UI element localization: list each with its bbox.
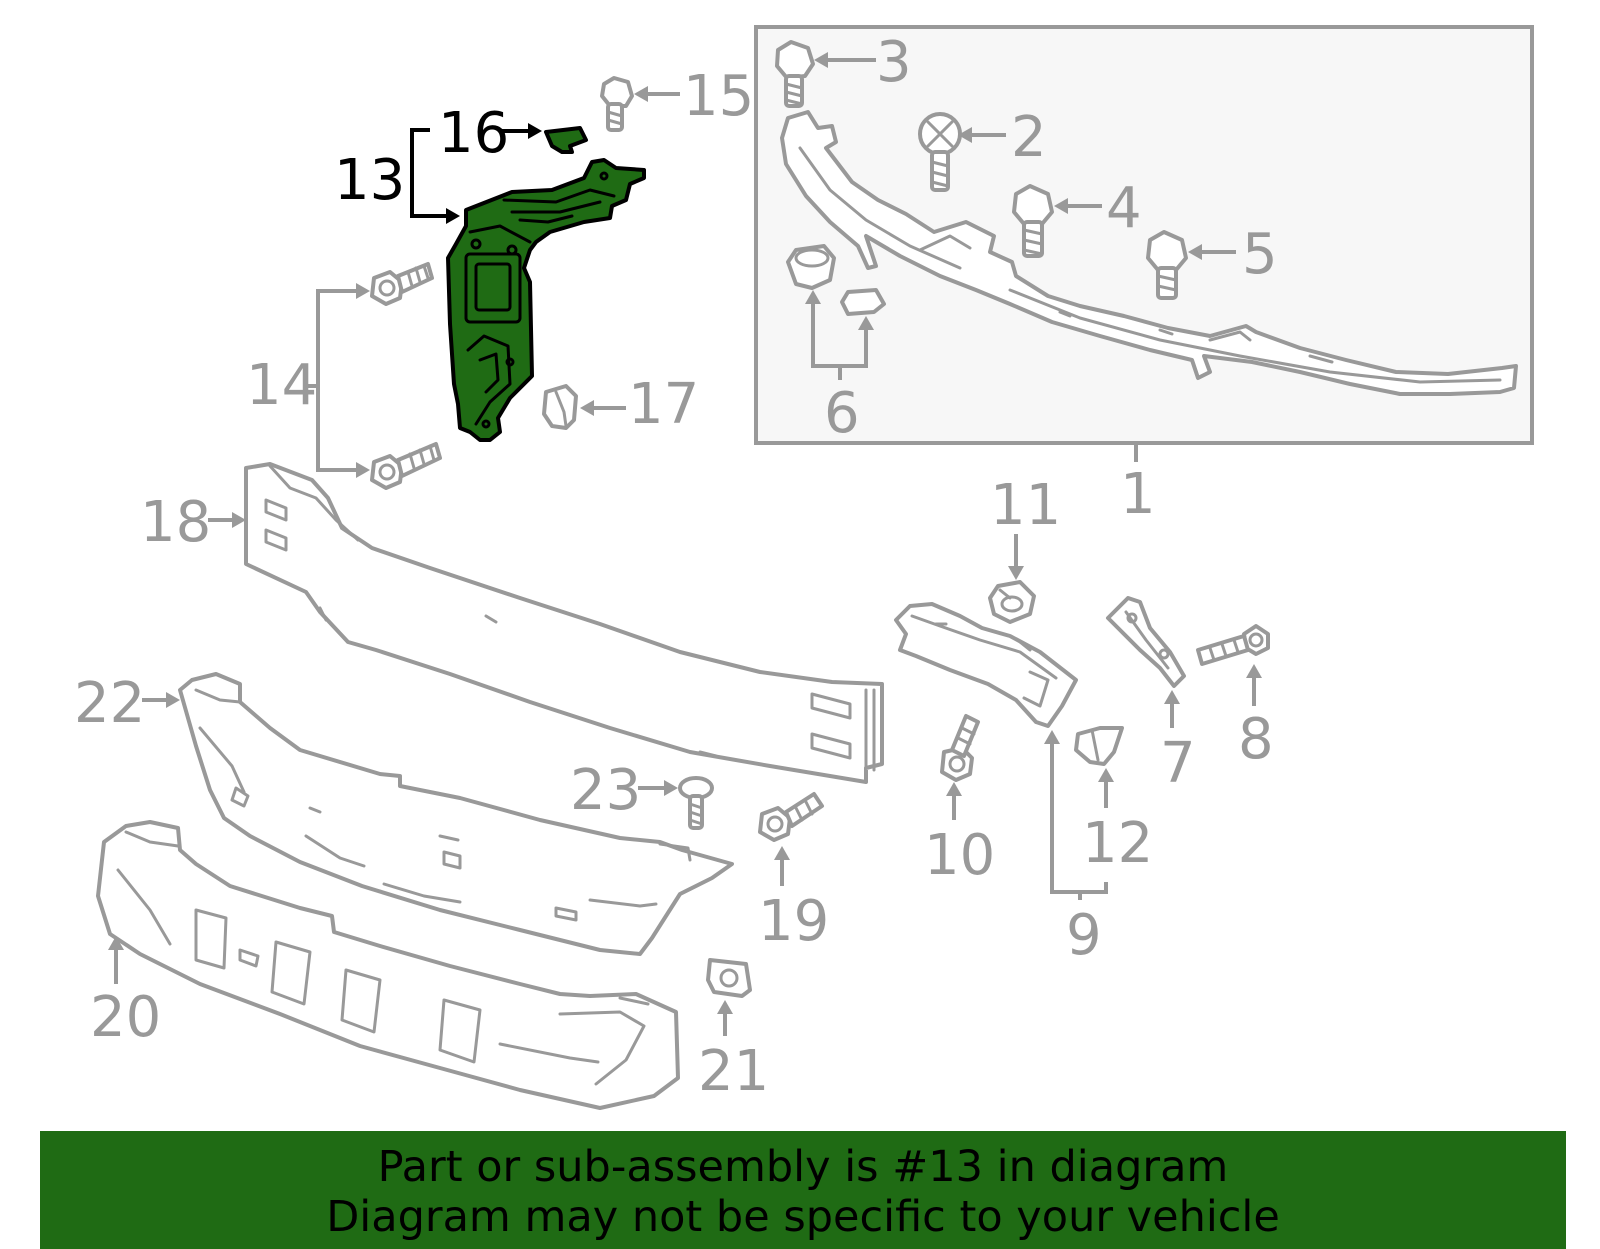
part-19-bolt[interactable]	[758, 792, 824, 842]
arrow-20	[108, 936, 124, 950]
part-1-upper-rail[interactable]	[780, 110, 1518, 396]
callout-17: 17	[628, 372, 699, 437]
part-4-bolt[interactable]	[1012, 184, 1054, 258]
arrow-6b	[858, 316, 874, 330]
arrow-6a	[805, 290, 821, 304]
part-17-clip[interactable]	[542, 384, 578, 430]
arrow-4	[1054, 198, 1068, 214]
part-8-bolt[interactable]	[1196, 624, 1270, 666]
banner-line-2: Diagram may not be specific to your vehi…	[326, 1192, 1280, 1242]
callout-3: 3	[876, 30, 912, 95]
part-10-bolt[interactable]	[940, 714, 980, 782]
arrow-16	[528, 123, 542, 139]
leader-14	[308, 289, 358, 472]
callout-7: 7	[1160, 731, 1196, 796]
part-12-clip[interactable]	[1074, 726, 1124, 766]
callout-15: 15	[683, 64, 754, 129]
part-3-bolt[interactable]	[775, 40, 815, 108]
part-14-bolts[interactable]	[370, 262, 442, 490]
callout-19: 19	[758, 889, 829, 954]
arrow-15	[634, 86, 648, 102]
leader-9	[1050, 744, 1108, 900]
banner-line-1: Part or sub-assembly is #13 in diagram	[377, 1142, 1229, 1192]
arrow-5	[1188, 244, 1202, 260]
part-18-reinforcement-beam[interactable]	[244, 462, 884, 784]
callout-11: 11	[990, 473, 1061, 538]
arrow-18	[232, 512, 246, 528]
part-16-clip-highlighted[interactable]	[544, 126, 588, 154]
callout-21: 21	[698, 1039, 769, 1104]
callout-18: 18	[140, 490, 211, 555]
part-13-bracket-highlighted[interactable]	[446, 158, 646, 442]
part-6-nut-and-clip[interactable]	[786, 244, 886, 316]
arrow-3	[814, 52, 828, 68]
arrow-13	[446, 208, 460, 224]
arrow-17	[580, 400, 594, 416]
callout-9: 9	[1066, 903, 1102, 968]
callout-23: 23	[570, 758, 641, 823]
part-2-screw[interactable]	[918, 112, 962, 192]
callout-2: 2	[1011, 105, 1047, 170]
info-banner: Part or sub-assembly is #13 in diagram D…	[40, 1131, 1566, 1249]
arrow-21	[717, 1000, 733, 1014]
part-15-bolt[interactable]	[600, 76, 634, 132]
callout-20: 20	[90, 985, 161, 1050]
part-7-bracket[interactable]	[1106, 596, 1186, 688]
part-22-absorber[interactable]	[178, 672, 734, 956]
leader-6	[811, 298, 868, 380]
callout-10: 10	[924, 823, 995, 888]
part-9-side-bracket[interactable]	[894, 602, 1078, 728]
part-20-lower-absorber[interactable]	[96, 820, 680, 1110]
arrow-9	[1044, 730, 1060, 744]
arrow-14b	[356, 462, 370, 478]
part-23-screw[interactable]	[678, 776, 714, 830]
callout-14: 14	[246, 353, 317, 418]
arrow-10	[946, 782, 962, 796]
callout-22: 22	[74, 671, 145, 736]
callout-16: 16	[438, 101, 509, 166]
callout-4: 4	[1106, 176, 1142, 241]
part-21-nut[interactable]	[706, 958, 752, 998]
arrow-19	[774, 846, 790, 860]
part-11-nut[interactable]	[988, 580, 1036, 624]
arrow-22	[166, 692, 180, 708]
callout-5: 5	[1242, 222, 1278, 287]
callout-13: 13	[334, 148, 405, 213]
arrow-8	[1246, 664, 1262, 678]
arrow-7	[1164, 690, 1180, 704]
callout-6: 6	[824, 381, 860, 446]
callout-1: 1	[1120, 462, 1156, 527]
arrow-11	[1008, 566, 1024, 580]
callout-8: 8	[1238, 707, 1274, 772]
arrow-14a	[356, 283, 370, 299]
part-5-bolt[interactable]	[1146, 230, 1188, 300]
arrow-12	[1098, 768, 1114, 782]
callout-12: 12	[1082, 811, 1153, 876]
arrow-2	[958, 127, 972, 143]
arrow-23	[664, 780, 678, 796]
leader-13	[410, 128, 448, 218]
